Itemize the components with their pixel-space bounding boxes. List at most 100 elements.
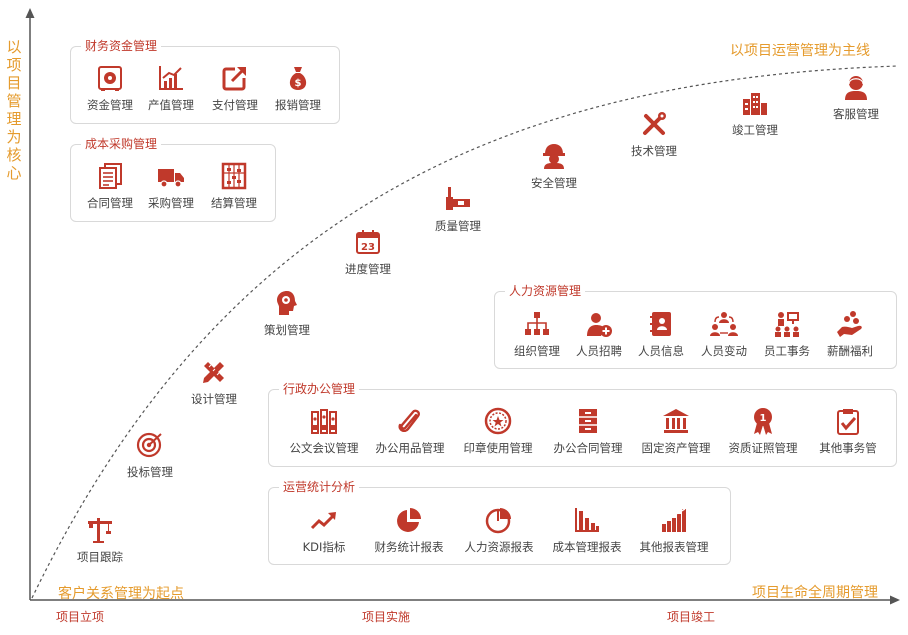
svg-text:1: 1 bbox=[760, 413, 767, 424]
admin-item-office-contract[interactable]: 办公合同管理 bbox=[544, 406, 632, 456]
building-icon bbox=[740, 88, 770, 118]
admin-item-other[interactable]: 其他事务管 bbox=[804, 406, 892, 456]
group-item-label: 办公用品管理 bbox=[375, 441, 445, 455]
curve-node-bidding[interactable]: 投标管理 bbox=[106, 430, 194, 480]
admin-item-supplies[interactable]: 办公用品管理 bbox=[366, 406, 454, 456]
procurement-item-contract[interactable]: 合同管理 bbox=[66, 161, 154, 211]
group-item-label: 支付管理 bbox=[212, 98, 258, 112]
curve-node-label: 设计管理 bbox=[191, 392, 237, 406]
hr-item-information[interactable]: 人员信息 bbox=[617, 309, 705, 359]
head-gear-icon bbox=[272, 288, 302, 318]
curve-node-label: 安全管理 bbox=[531, 176, 577, 190]
truck-icon bbox=[156, 161, 186, 191]
crane-icon bbox=[85, 515, 115, 545]
group-item-label: 其他报表管理 bbox=[639, 540, 709, 554]
procurement-item-purchase[interactable]: 采购管理 bbox=[127, 161, 215, 211]
stats-item-cost-report[interactable]: 成本管理报表 bbox=[543, 505, 631, 555]
target-icon bbox=[135, 430, 165, 460]
group-item-label: 人员变动 bbox=[701, 344, 747, 358]
stats-group: 运营统计分析 KDI指标 财务统计报表 人力资源报表 成本管理报表 其他报表管理 bbox=[268, 479, 731, 565]
safe-icon bbox=[95, 63, 125, 93]
curve-node-design[interactable]: 设计管理 bbox=[170, 357, 258, 407]
curve-node-label: 进度管理 bbox=[345, 262, 391, 276]
group-item-label: 员工事务 bbox=[764, 344, 810, 358]
curve-node-label: 投标管理 bbox=[127, 465, 173, 479]
binders-icon bbox=[309, 406, 339, 436]
group-title: 行政办公管理 bbox=[279, 381, 360, 397]
curve-node-customer-service[interactable]: 客服管理 bbox=[812, 72, 900, 122]
curve-node-schedule[interactable]: 23 进度管理 bbox=[324, 227, 412, 277]
svg-text:$: $ bbox=[295, 78, 302, 89]
documents-icon bbox=[95, 161, 125, 191]
service-agent-icon bbox=[841, 72, 871, 102]
finance-item-payment[interactable]: 支付管理 bbox=[191, 63, 279, 113]
admin-item-certificates[interactable]: 1 资质证照管理 bbox=[719, 406, 807, 456]
curve-node-tracking[interactable]: 项目跟踪 bbox=[56, 515, 144, 565]
x-axis-arrow bbox=[890, 595, 900, 605]
group-item-label: 报销管理 bbox=[275, 98, 321, 112]
stats-item-hr-report[interactable]: 人力资源报表 bbox=[455, 505, 543, 555]
group-title: 财务资金管理 bbox=[81, 38, 162, 54]
group-item-label: 其他事务管 bbox=[819, 441, 877, 455]
phase-implementation: 项目实施 bbox=[362, 610, 411, 624]
hr-item-salary[interactable]: 薪酬福利 bbox=[806, 309, 894, 359]
abacus-icon bbox=[219, 161, 249, 191]
admin-item-fixed-assets[interactable]: 固定资产管理 bbox=[632, 406, 720, 456]
hr-item-change[interactable]: 人员变动 bbox=[680, 309, 768, 359]
contact-book-icon bbox=[646, 309, 676, 339]
stats-item-kdi[interactable]: KDI指标 bbox=[280, 505, 368, 555]
finance-item-output[interactable]: 产值管理 bbox=[127, 63, 215, 113]
recruit-icon bbox=[584, 309, 614, 339]
calendar-icon: 23 bbox=[353, 227, 383, 257]
group-item-label: 办公合同管理 bbox=[553, 441, 623, 455]
payment-arrow-icon bbox=[220, 63, 250, 93]
cabinet-icon bbox=[573, 406, 603, 436]
award-ribbon-icon: 1 bbox=[748, 406, 778, 436]
admin-item-seal[interactable]: 印章使用管理 bbox=[454, 406, 542, 456]
group-item-label: 公文会议管理 bbox=[289, 441, 359, 455]
calendar-day: 23 bbox=[361, 242, 375, 253]
admin-item-documents[interactable]: 公文会议管理 bbox=[280, 406, 368, 456]
phase-completion: 项目竣工 bbox=[667, 610, 716, 624]
pie-outline-icon bbox=[484, 505, 514, 535]
curve-node-label: 质量管理 bbox=[435, 219, 481, 233]
clipboard-check-icon bbox=[833, 406, 863, 436]
group-item-label: 固定资产管理 bbox=[641, 441, 711, 455]
admin-group: 行政办公管理 公文会议管理 办公用品管理 印章使用管理 办公合同管理 固定资产管… bbox=[268, 381, 897, 467]
curve-node-label: 竣工管理 bbox=[732, 123, 778, 137]
procurement-item-settlement[interactable]: 结算管理 bbox=[190, 161, 278, 211]
finance-item-capital[interactable]: 资金管理 bbox=[66, 63, 154, 113]
curve-node-planning[interactable]: 策划管理 bbox=[243, 288, 331, 338]
stats-item-other-report[interactable]: 其他报表管理 bbox=[630, 505, 718, 555]
hr-item-recruitment[interactable]: 人员招聘 bbox=[555, 309, 643, 359]
trend-arrow-icon bbox=[309, 505, 339, 535]
finance-group: 财务资金管理 资金管理 产值管理 支付管理 $ 报销管理 bbox=[70, 38, 342, 124]
curve-node-safety[interactable]: 安全管理 bbox=[510, 141, 598, 191]
worker-helmet-icon bbox=[539, 141, 569, 171]
bar-chart-icon bbox=[572, 505, 602, 535]
curve-node-label: 客服管理 bbox=[833, 107, 879, 121]
pencil-ruler-icon bbox=[199, 357, 229, 387]
curve-node-technology[interactable]: 技术管理 bbox=[610, 109, 698, 159]
money-bag-icon: $ bbox=[283, 63, 313, 93]
meeting-icon bbox=[772, 309, 802, 339]
group-item-label: 人力资源报表 bbox=[464, 540, 534, 554]
group-item-label: 产值管理 bbox=[148, 98, 194, 112]
finance-item-reimbursement[interactable]: $ 报销管理 bbox=[254, 63, 342, 113]
stats-item-finance-report[interactable]: 财务统计报表 bbox=[365, 505, 453, 555]
group-title: 成本采购管理 bbox=[81, 136, 162, 152]
group-title: 人力资源管理 bbox=[505, 283, 586, 299]
y-axis-label: 以项目管理为核心 bbox=[6, 38, 22, 182]
curve-node-label: 技术管理 bbox=[631, 144, 677, 158]
curve-node-quality[interactable]: 质量管理 bbox=[414, 184, 502, 234]
tools-icon bbox=[639, 109, 669, 139]
curve-node-completion[interactable]: 竣工管理 bbox=[711, 88, 799, 138]
pie-chart-icon bbox=[394, 505, 424, 535]
group-item-label: 采购管理 bbox=[148, 196, 194, 210]
salary-hand-icon bbox=[835, 309, 865, 339]
hr-item-affairs[interactable]: 员工事务 bbox=[743, 309, 831, 359]
hr-item-organization[interactable]: 组织管理 bbox=[493, 309, 581, 359]
hr-group: 人力资源管理 组织管理 人员招聘 人员信息 人员变动 员工事务 薪酬福利 bbox=[493, 283, 897, 369]
phase-initiation: 项目立项 bbox=[56, 610, 105, 624]
